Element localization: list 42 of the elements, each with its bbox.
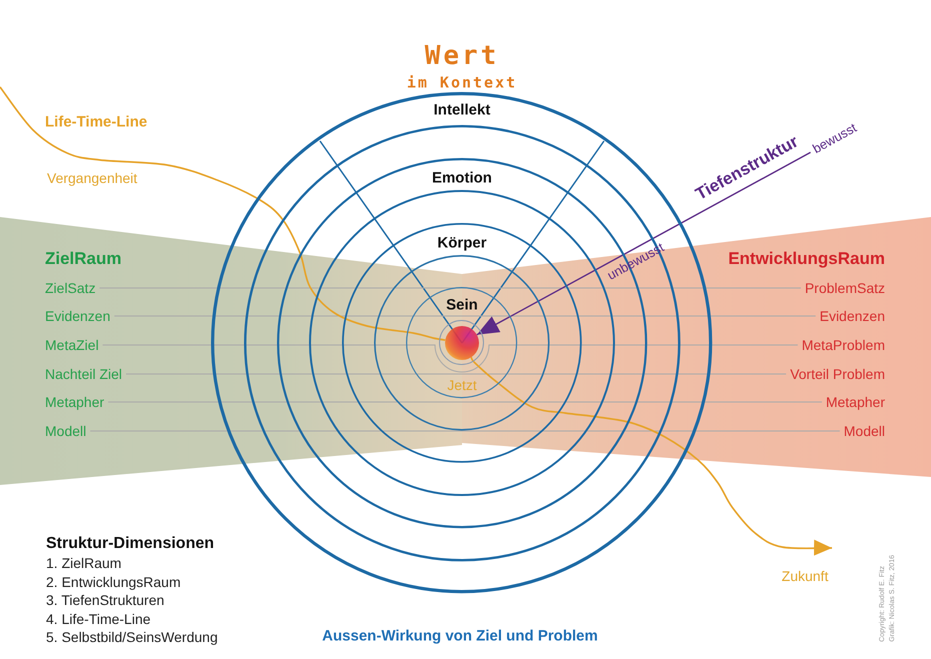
zone-term: ProblemSatz (800, 280, 885, 296)
zone-term: Metapher (45, 394, 108, 410)
zone-term: Evidenzen (45, 308, 114, 324)
zone-term: Modell (840, 422, 885, 440)
zone-term: MetaProblem (798, 336, 885, 354)
list-item: 5. Selbstbild/SeinsWerdung (46, 629, 218, 646)
ring-label: Sein (446, 296, 478, 314)
list-item: 2. EntwicklungsRaum (46, 574, 181, 590)
zone-term: MetaZiel (45, 336, 103, 354)
connector-line (90, 430, 840, 432)
ring (406, 287, 518, 399)
edge-label: Life-Time-Line (45, 113, 148, 131)
zone-term: Metapher (822, 394, 885, 410)
list-heading: Struktur-Dimensionen (46, 534, 214, 554)
zone-term: Vorteil Problem (786, 366, 885, 382)
time-label: Zukunft (782, 568, 828, 584)
time-label: Vergangenheit (47, 170, 138, 186)
zone-term: ZielSatz (45, 280, 100, 296)
list-item: 3. TiefenStrukturen (46, 592, 164, 608)
arrow (476, 152, 811, 336)
list-item: 1. ZielRaum (46, 554, 122, 572)
zone-term: Nachteil Ziel (45, 366, 126, 382)
ring-label: Körper (437, 234, 487, 252)
zone-term: Modell (45, 422, 90, 440)
ring (439, 320, 484, 366)
list-item: 4. Life-Time-Line (46, 610, 151, 627)
ring-label: Emotion (432, 169, 492, 187)
timeline-arrow (470, 356, 832, 556)
zone-heading: ZielRaum (45, 249, 122, 269)
caption: Aussen-Wirkung von Ziel und Problem (322, 627, 598, 645)
ring (244, 124, 680, 562)
diagram-title: Wert (424, 42, 500, 72)
zone-term: Evidenzen (816, 308, 885, 324)
ring (374, 255, 550, 431)
subtitle: im Kontext (406, 74, 518, 92)
connector-line (102, 344, 798, 372)
glowing-sphere (444, 326, 479, 360)
timeline-curve (0, 86, 446, 341)
zone-heading: EntwicklungsRaum (728, 249, 885, 269)
ring (342, 223, 582, 463)
ring-label: Intellekt (434, 101, 490, 119)
time-label: Jetzt (447, 376, 477, 394)
